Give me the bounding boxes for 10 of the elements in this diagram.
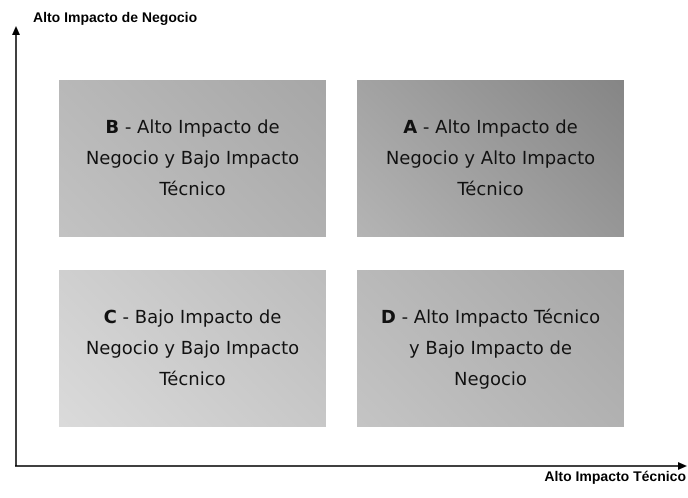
quadrant-text: C - Bajo Impacto de Negocio y Bajo Impacto Técnico bbox=[84, 306, 300, 392]
quadrant-text: B - Alto Impacto de Negocio y Bajo Impacto Técnico bbox=[84, 116, 300, 202]
axis-label: Alto Impacto de Negocio bbox=[33, 9, 198, 25]
quadrant-box bbox=[357, 80, 624, 237]
quadrant-box bbox=[59, 270, 326, 427]
quadrant-box bbox=[59, 80, 326, 237]
axis-label: Alto Impacto Técnico bbox=[544, 468, 686, 484]
quadrant-box bbox=[357, 270, 624, 427]
quadrant-text: A - Alto Impacto de Negocio y Alto Impacto Técnico bbox=[384, 116, 596, 202]
quadrant-text: D - Alto Impacto Técnico y Bajo Impacto de Negocio bbox=[380, 306, 602, 392]
